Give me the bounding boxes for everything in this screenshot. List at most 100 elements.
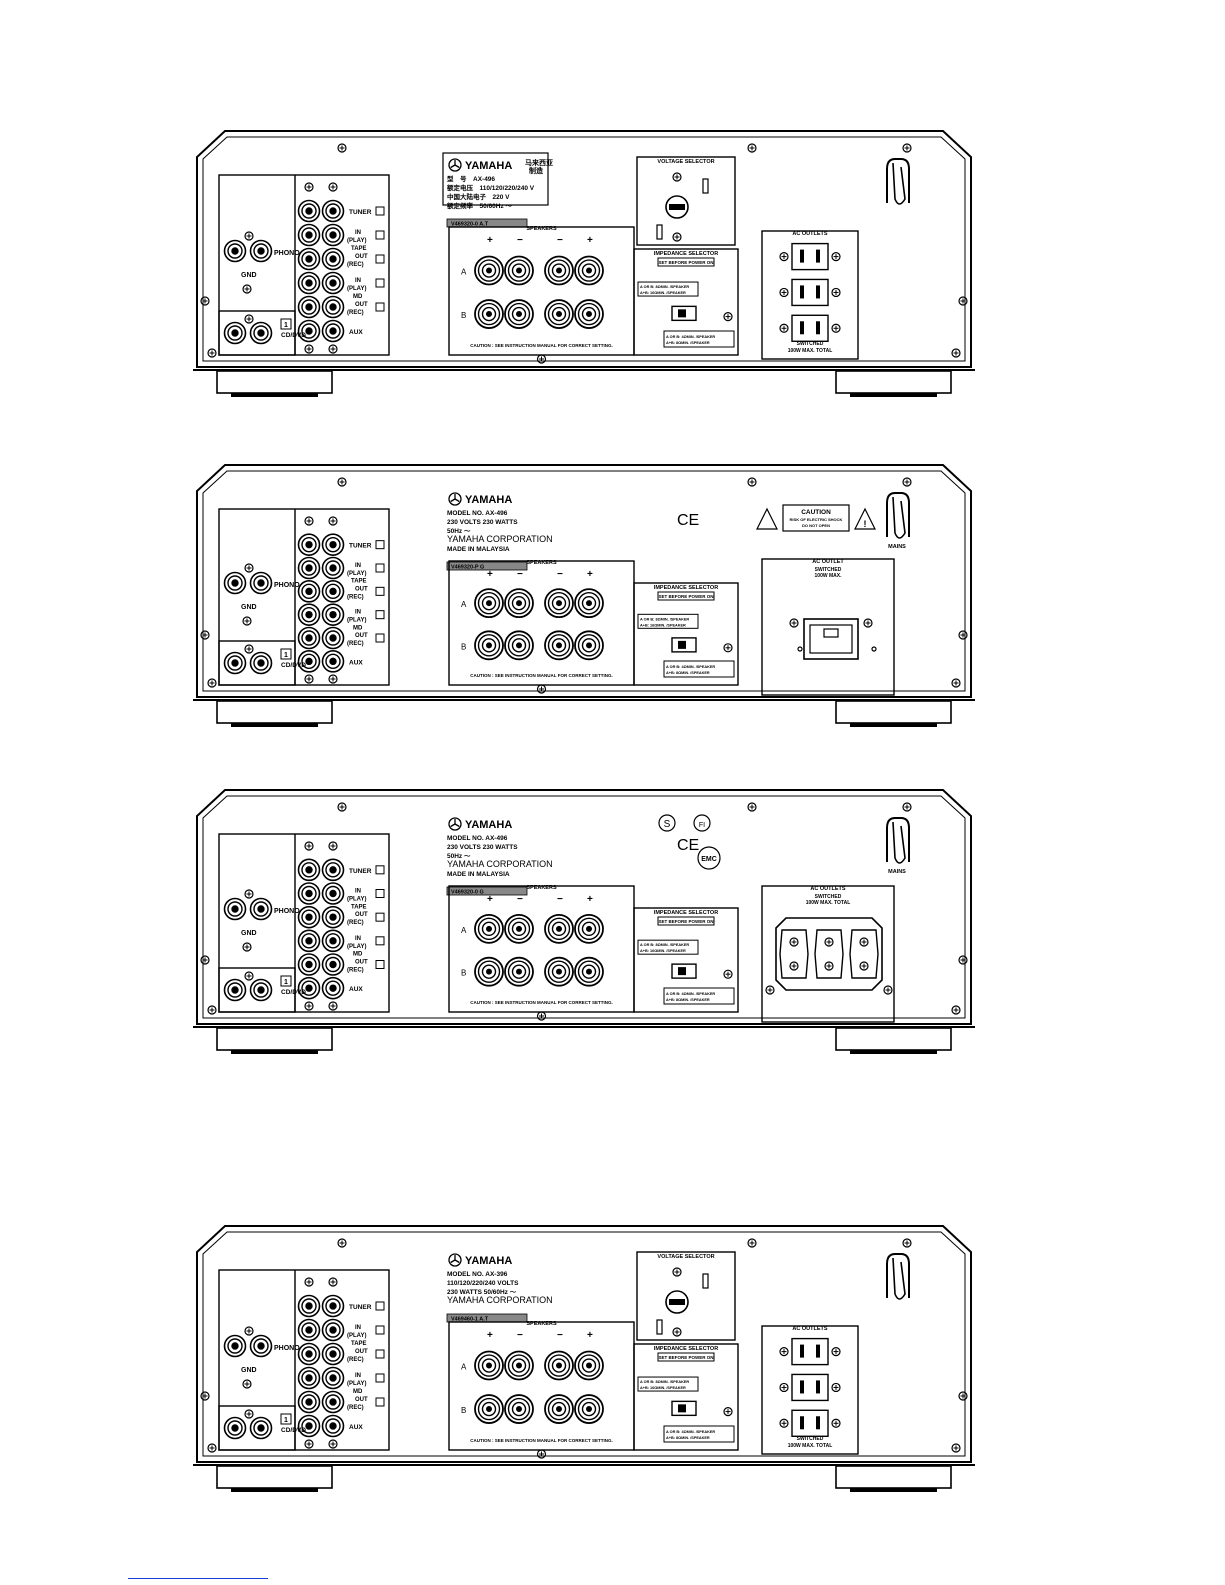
impedance-upper-line: A+B: 16ΩMIN. /SPEAKER: [640, 1386, 686, 1390]
post-inner: [481, 638, 497, 653]
jack-ring: [301, 1394, 317, 1410]
screw-icon: [779, 1346, 789, 1357]
mains-cord-clamp-icon: [886, 492, 910, 539]
screw-head: [723, 1406, 733, 1417]
outlet-slot: [800, 1380, 804, 1394]
emc-mark: EMC: [701, 856, 717, 863]
jack-pin: [329, 984, 337, 992]
screw-icon: [244, 314, 254, 324]
post-inner: [511, 638, 527, 653]
chassis-outline: [196, 464, 972, 698]
jack-ring: [253, 982, 269, 998]
rca-jack-icon: [297, 533, 321, 556]
jack-pin: [305, 1422, 313, 1430]
rca-jack-icon: [297, 929, 321, 953]
foot-body: [216, 1027, 333, 1051]
screw-head: [902, 477, 912, 487]
jack-pin: [305, 540, 313, 549]
post-outer: [544, 1350, 574, 1381]
cord: [892, 1257, 906, 1300]
impedance-switch: [671, 305, 697, 322]
serial-label: V469460-1 A.T: [451, 1317, 489, 1323]
ac-note-line: 100W MAX. TOTAL: [788, 1443, 833, 1449]
jack-outer: [321, 533, 345, 556]
rca-jack-icon: [297, 603, 321, 626]
impedance-lower-line: A+B: 8ΩMIN. /SPEAKER: [666, 998, 710, 1002]
logo-ring: [448, 817, 462, 831]
rca-jack-icon: [321, 650, 345, 673]
logo-fork: [454, 498, 460, 503]
screw-head: [207, 348, 217, 358]
screw-head: [337, 802, 347, 812]
foot-pad: [850, 393, 937, 397]
euro-socket-icon: [849, 929, 879, 979]
cd-dvd-label: CD/DVD: [281, 332, 306, 339]
logo-fork: [450, 1259, 456, 1264]
post-outer: [574, 588, 604, 619]
polarity-label: +: [487, 235, 493, 246]
channel-box: [375, 912, 385, 922]
screw-icon: [536, 684, 547, 694]
jack-pin: [329, 231, 337, 239]
rca-jack-icon: [321, 319, 345, 343]
mains-label: MAINS: [888, 544, 906, 550]
jack-pin: [329, 207, 337, 215]
md-in-label: IN: [355, 610, 361, 616]
screw-icon: [328, 182, 338, 192]
post-core: [486, 1406, 492, 1413]
screw-icon: [244, 889, 254, 899]
cord: [892, 162, 906, 205]
rca-jack-icon: [297, 858, 321, 882]
jack-outer: [297, 580, 321, 603]
jack-pin: [329, 564, 337, 572]
impedance-upper-line: A OR B: 8ΩMIN. /SPEAKER: [640, 617, 689, 621]
screw-head: [337, 1238, 347, 1248]
screw-icon: [242, 616, 252, 626]
ac-outlets-title: AC OUTLETS: [810, 886, 845, 892]
voltage-slot: [702, 1273, 709, 1289]
jack-pin: [329, 889, 337, 898]
binding-post-icon: [544, 630, 574, 661]
screw-icon: [304, 1001, 314, 1011]
jack-pin: [305, 303, 313, 311]
speakers-title: SPEAKERS: [526, 1321, 557, 1327]
screw-icon: [824, 937, 834, 947]
post-inner: [511, 595, 527, 611]
rca-jack-icon: [321, 1294, 345, 1318]
post-core: [556, 968, 562, 975]
post-mid: [547, 1354, 571, 1377]
post-core: [556, 311, 562, 318]
tape-in-label: IN: [355, 563, 361, 569]
foot-body: [835, 370, 952, 394]
jack-pin: [329, 960, 337, 969]
jack-pin: [329, 1326, 337, 1334]
rca-jack-icon: [297, 905, 321, 929]
input-board: [218, 508, 390, 686]
euro-socket-icon: [814, 929, 844, 979]
channel-box: [375, 586, 385, 596]
euro-outlet-plate: [775, 917, 883, 991]
foot: [835, 700, 952, 727]
polarity-label: −: [557, 569, 563, 580]
jack-ring: [325, 1346, 341, 1362]
rca-jack-icon: [297, 295, 321, 319]
jack-pin: [231, 659, 239, 667]
outlet-slot: [800, 1416, 804, 1430]
cd-dvd-box: [218, 1405, 296, 1451]
badge-line: 马来西亚: [525, 158, 553, 167]
voltage-slot: [656, 1319, 663, 1335]
screw-head: [779, 287, 789, 298]
jack-ring: [301, 323, 317, 339]
polarity-label: −: [557, 894, 563, 905]
screw-icon: [244, 971, 254, 981]
label-line: 230 WATTS 50/60Hz ～: [447, 1289, 517, 1296]
jack-pin: [329, 1398, 337, 1406]
rear-panel-p4: PHONOGND1CD/DVDTUNERIN(PLAY)OUT(REC)IN(P…: [193, 1225, 975, 1492]
binding-post-icon: [574, 299, 604, 329]
mount-hole: [797, 646, 803, 652]
speakers-title: SPEAKERS: [526, 226, 557, 232]
tape-label: TAPE: [351, 246, 367, 252]
yamaha-logo-icon: [448, 492, 462, 506]
jack-outer: [321, 580, 345, 603]
jack-pin: [257, 1342, 265, 1350]
